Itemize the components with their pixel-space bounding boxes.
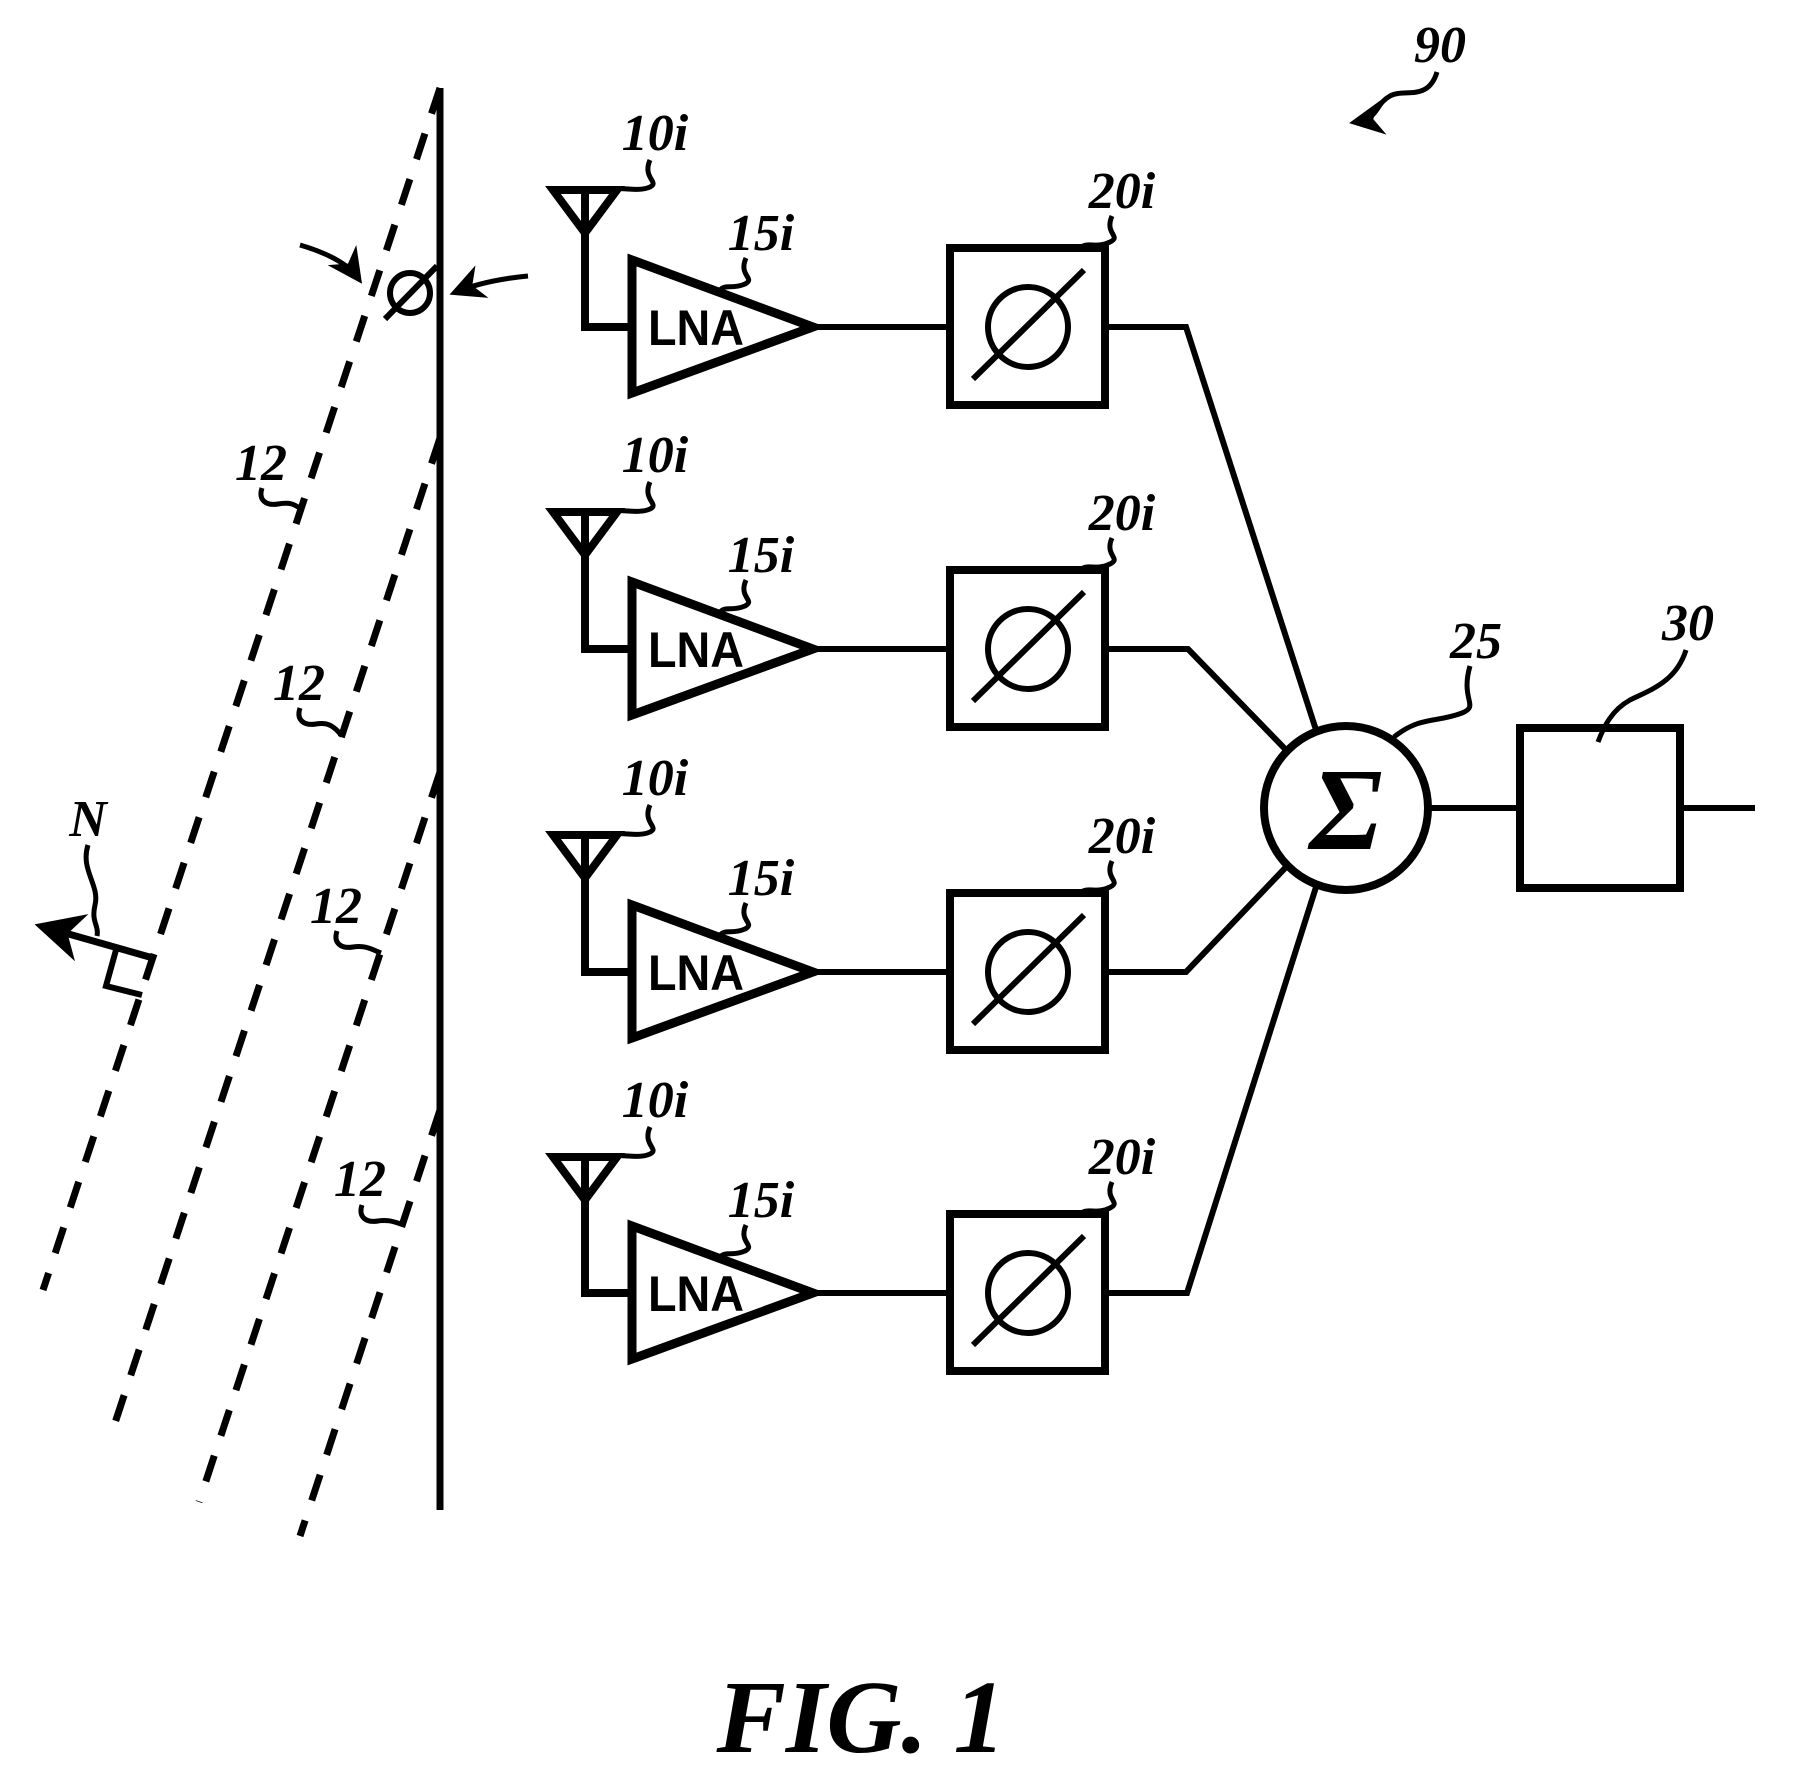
lna-amplifier xyxy=(627,253,827,400)
wavefront-label-2: 12 xyxy=(273,655,325,712)
antenna-icon xyxy=(545,508,632,653)
lna-ref-label: 15i xyxy=(728,850,795,907)
output-ref-label: 30 xyxy=(1661,595,1714,652)
phase-shifter-icon xyxy=(985,929,1071,1015)
phase-angle-slash xyxy=(382,263,440,322)
antenna-icon xyxy=(545,1153,632,1297)
lna-ref-label: 15i xyxy=(728,205,795,262)
antenna-leader xyxy=(606,158,656,194)
lna-leader xyxy=(717,578,752,615)
phase-shifter-slash xyxy=(970,267,1087,382)
wave-normal-leader xyxy=(83,844,100,937)
phase-shifter-slash xyxy=(970,912,1087,1027)
summer-feed-wire xyxy=(1105,646,1291,755)
system-ref-label: 90 xyxy=(1414,17,1466,74)
wavefront-group xyxy=(39,86,444,1538)
phase-shifter-slash xyxy=(970,589,1087,704)
wavefront-leader-1 xyxy=(258,487,303,512)
antenna-icon xyxy=(545,831,632,976)
phase-ref-label: 20i xyxy=(1088,485,1156,542)
lna-amplifier xyxy=(627,898,827,1045)
wavefront-dashed-line-3 xyxy=(195,770,444,1504)
summer-leader xyxy=(1392,665,1473,739)
wave-normal-arrow xyxy=(34,914,154,962)
summer-feed-wire xyxy=(1105,324,1320,734)
summer-symbol: Σ xyxy=(1307,744,1382,875)
phase-shifter-slash xyxy=(970,1233,1087,1348)
lna-leader xyxy=(717,256,752,293)
lna-amplifier xyxy=(627,1219,827,1366)
output-block-group: 30 xyxy=(1428,595,1755,892)
summer-node: Σ 25 xyxy=(1260,613,1502,894)
wavefront-dashed-line-4 xyxy=(296,1108,444,1538)
lna-text: LNA xyxy=(648,622,744,678)
phase-angle-left-arrow xyxy=(299,242,363,284)
phase-shifter-icon xyxy=(985,1250,1071,1336)
figure-caption: FIG. 1 xyxy=(716,1660,1006,1775)
antenna-ref-label: 10i xyxy=(622,105,689,162)
antenna-leader xyxy=(606,1125,656,1161)
wavefront-dashed-line-1 xyxy=(39,86,444,1292)
summer-feed-wire xyxy=(1105,862,1291,975)
phase-angle-right-arrow xyxy=(449,265,529,298)
lna-leader xyxy=(717,1223,752,1260)
wave-normal-label: N xyxy=(68,791,109,848)
lna-text: LNA xyxy=(648,1266,744,1322)
antenna-ref-label: 10i xyxy=(622,1072,689,1129)
antenna-leader xyxy=(606,480,656,516)
phase-leader xyxy=(1078,536,1117,573)
antenna-leader xyxy=(606,803,656,839)
system-ref-group: 90 xyxy=(1349,17,1466,135)
receive-chain-2: 10i LNA 15i 20i xyxy=(545,427,1291,755)
receive-chain-4: 10i LNA 15i 20i xyxy=(545,883,1320,1375)
lna-ref-label: 15i xyxy=(728,527,795,584)
wavefront-leader-4 xyxy=(358,1204,406,1228)
phase-ref-label: 20i xyxy=(1088,163,1156,220)
antenna-icon xyxy=(545,186,632,331)
phase-leader xyxy=(1078,859,1117,896)
lna-ref-label: 15i xyxy=(728,1172,795,1229)
receive-chain-3: 10i LNA 15i 20i xyxy=(545,750,1291,1054)
lna-text: LNA xyxy=(648,300,744,356)
phase-shifter-icon xyxy=(985,606,1071,692)
output-leader xyxy=(1595,649,1689,743)
receive-chain-1: 10i LNA 15i 20i xyxy=(545,105,1320,734)
lna-leader xyxy=(717,901,752,938)
wavefront-label-1: 12 xyxy=(235,435,287,492)
wave-normal-group: N xyxy=(34,791,154,998)
lna-amplifier xyxy=(627,575,827,722)
antenna-ref-label: 10i xyxy=(622,750,689,807)
summer-feed-wire xyxy=(1105,883,1320,1296)
lna-text: LNA xyxy=(648,945,744,1001)
wavefront-leader-2 xyxy=(296,707,344,738)
phase-ref-label: 20i xyxy=(1088,808,1156,865)
wavefront-label-4: 12 xyxy=(334,1151,386,1208)
wavefront-leader-3 xyxy=(333,930,382,956)
phase-angle-icon xyxy=(299,242,529,322)
wavefront-dashed-line-2 xyxy=(108,436,444,1434)
summer-ref-label: 25 xyxy=(1449,613,1502,670)
right-angle-icon xyxy=(102,949,143,998)
phase-leader xyxy=(1078,1180,1117,1217)
wavefront-label-3: 12 xyxy=(310,878,362,935)
phase-shifter-icon xyxy=(985,284,1071,370)
system-ref-arrow xyxy=(1349,71,1440,135)
output-block xyxy=(1516,724,1684,892)
antenna-ref-label: 10i xyxy=(622,427,689,484)
wavefront-labels: 12 12 12 12 xyxy=(235,435,406,1228)
phase-leader xyxy=(1078,214,1117,251)
phase-ref-label: 20i xyxy=(1088,1129,1156,1186)
